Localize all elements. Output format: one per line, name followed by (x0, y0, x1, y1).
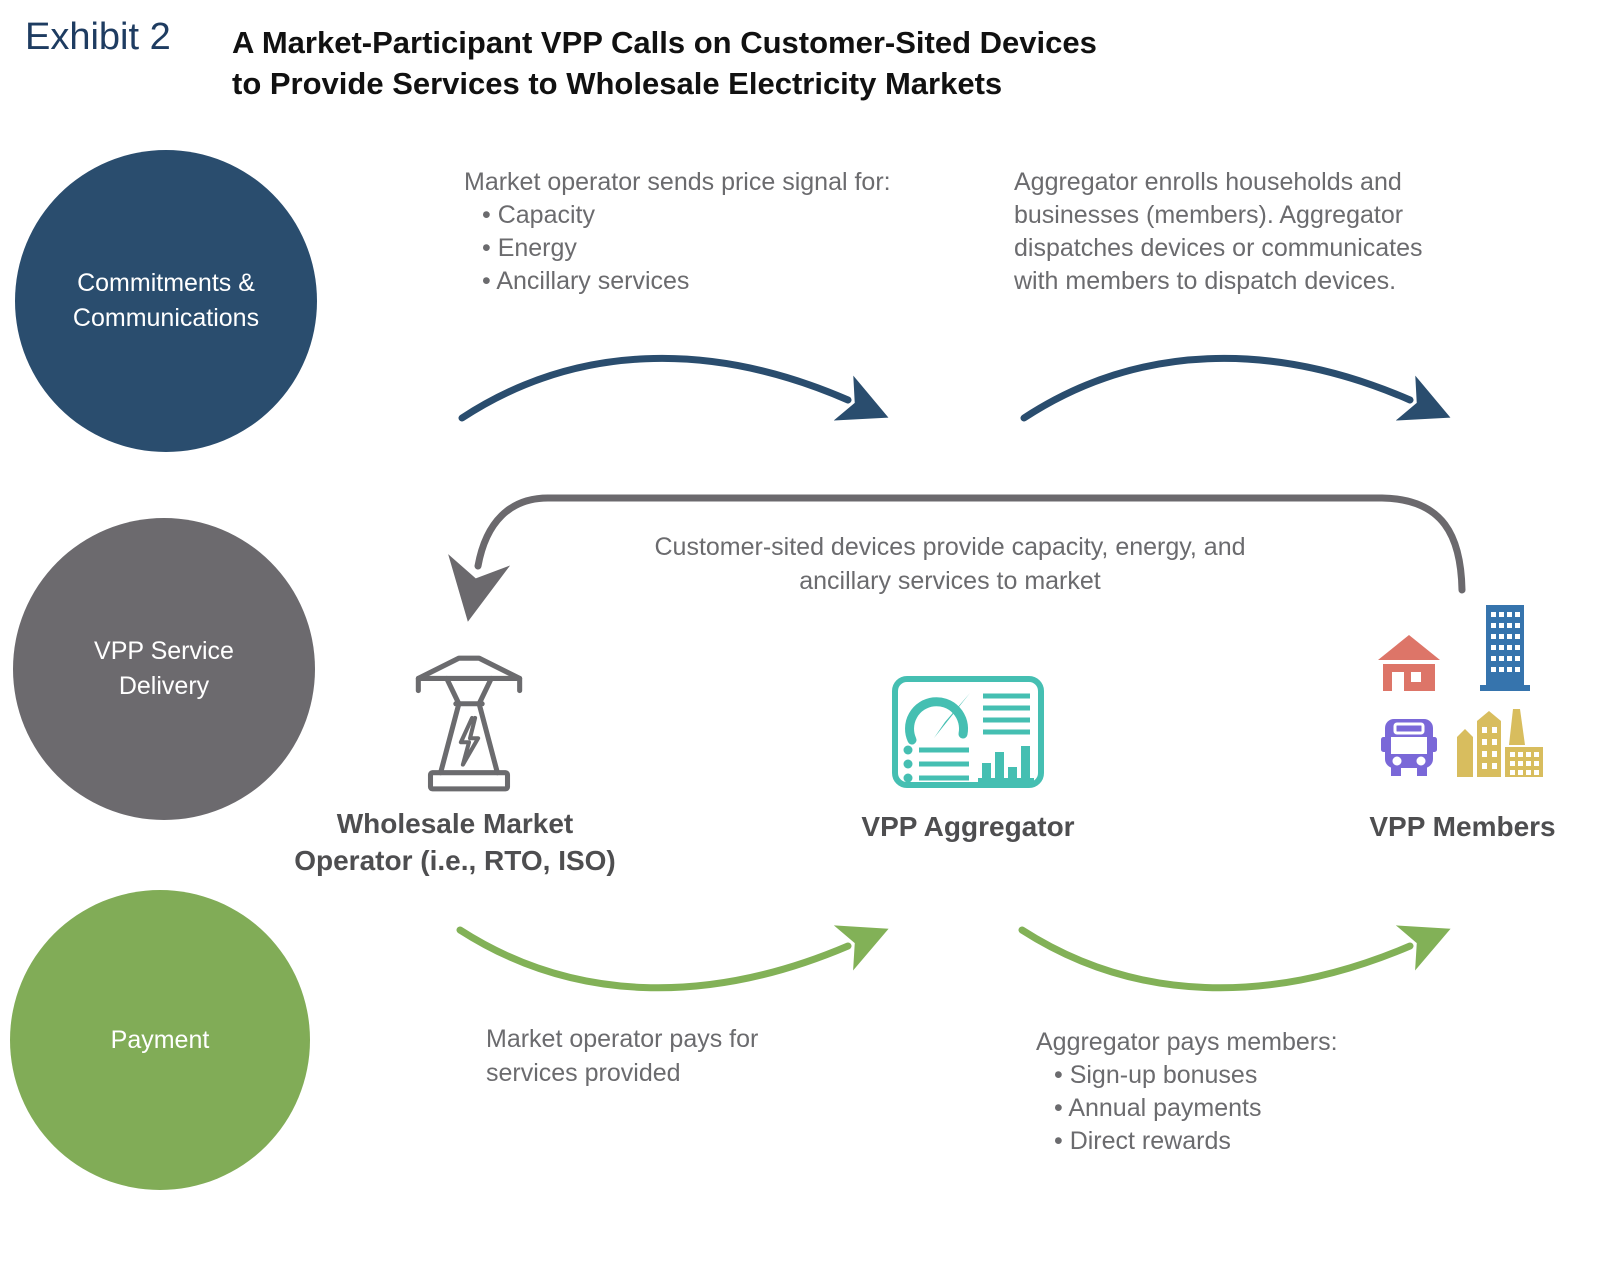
service-delivery-line1: Customer-sited devices provide capacity,… (654, 533, 1246, 561)
legend-circle-commitments: Commitments & Communications (15, 150, 317, 452)
transmission-tower-icon (408, 645, 530, 797)
legend-circle-payment-line1: Payment (110, 1025, 210, 1054)
enrollment-line3: dispatches devices or communicates (1014, 234, 1423, 262)
annotation-price-signal: Market operator sends price signal for: … (464, 166, 934, 298)
exhibit-label: Exhibit 2 (25, 16, 171, 58)
legend-circle-service-delivery: VPP Service Delivery (13, 518, 315, 820)
legend-circle-commitments-line2: Communications (72, 304, 260, 332)
enrollment-line1: Aggregator enrolls households and (1014, 168, 1402, 196)
factory-icon (1457, 709, 1543, 777)
members-label: VPP Members (1369, 811, 1556, 842)
annotation-service-delivery: Customer-sited devices provide capacity,… (560, 530, 1340, 598)
house-icon (1376, 633, 1442, 691)
price-signal-bullet-2: Energy (464, 232, 934, 265)
office-building-icon (1480, 605, 1530, 691)
figure-title: A Market-Participant VPP Calls on Custom… (232, 22, 1097, 104)
price-signal-heading: Market operator sends price signal for: (464, 168, 891, 196)
figure-title-line2: to Provide Services to Wholesale Electri… (232, 66, 1003, 101)
legend-circle-service-line1: VPP Service (94, 637, 234, 665)
legend-circle-service-line2: Delivery (118, 672, 210, 700)
market-operator-label-line1: Wholesale Market (336, 808, 574, 839)
market-operator-label: Wholesale Market Operator (i.e., RTO, IS… (260, 805, 650, 879)
dashboard-icon (892, 676, 1044, 788)
member-payment-bullet-1: Sign-up bonuses (1036, 1059, 1476, 1092)
annotation-operator-payment: Market operator pays for services provid… (486, 1022, 906, 1090)
price-signal-arrow (458, 354, 889, 422)
legend-circle-commitments-line1: Commitments & (77, 269, 255, 297)
aggregator-label: VPP Aggregator (861, 811, 1075, 842)
annotation-enrollment: Aggregator enrolls households and busine… (1014, 166, 1484, 298)
bus-icon (1381, 717, 1437, 777)
operator-payment-line2: services provided (486, 1059, 681, 1087)
operator-payment-arrow (456, 925, 889, 992)
member-payment-bullet-2: Annual payments (1036, 1092, 1476, 1125)
member-payment-heading: Aggregator pays members: (1036, 1028, 1338, 1056)
member-payment-arrow (1018, 925, 1451, 992)
legend-circle-payment: Payment (10, 890, 310, 1190)
member-payment-bullet-3: Direct rewards (1036, 1125, 1476, 1158)
operator-payment-line1: Market operator pays for (486, 1025, 759, 1053)
annotation-member-payment: Aggregator pays members: Sign-up bonuses… (1036, 1026, 1476, 1158)
price-signal-bullet-3: Ancillary services (464, 265, 934, 298)
figure-title-line1: A Market-Participant VPP Calls on Custom… (232, 25, 1097, 60)
enrollment-line4: with members to dispatch devices. (1014, 267, 1397, 295)
service-delivery-line2: ancillary services to market (799, 567, 1101, 595)
market-operator-label-line2: Operator (i.e., RTO, ISO) (294, 845, 616, 876)
enrollment-line2: businesses (members). Aggregator (1014, 201, 1404, 229)
price-signal-bullet-1: Capacity (464, 199, 934, 232)
enroll-dispatch-arrow (1020, 354, 1451, 422)
